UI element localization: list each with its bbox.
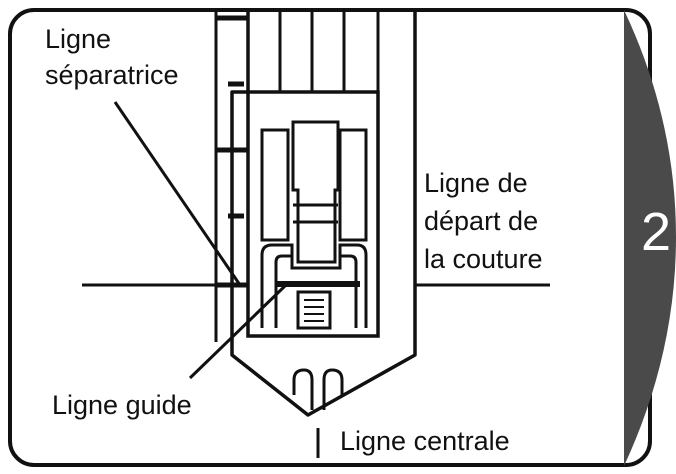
toe-inner xyxy=(274,254,358,328)
label-center-line: Ligne centrale xyxy=(340,426,510,456)
right-block xyxy=(338,128,368,242)
label-separator-line-2: séparatrice xyxy=(45,60,179,90)
separator-leader xyxy=(113,101,242,286)
toe-tips xyxy=(292,368,344,410)
label-start-line-3: la couture xyxy=(424,244,543,274)
needle-slot xyxy=(296,290,332,330)
left-block xyxy=(260,128,290,242)
label-start-line-2: départ de xyxy=(424,206,538,236)
page-tab-number: 2 xyxy=(641,202,671,262)
guide-leader xyxy=(188,283,288,380)
label-guide-line: Ligne guide xyxy=(52,390,192,420)
page-tab xyxy=(624,10,676,466)
foot-window xyxy=(246,90,380,338)
needle-slot-ribs xyxy=(304,299,324,322)
label-separator-line-1: Ligne xyxy=(45,24,111,54)
label-start-line-1: Ligne de xyxy=(424,168,528,198)
center-stem xyxy=(296,222,337,264)
toe-outline xyxy=(260,243,368,328)
